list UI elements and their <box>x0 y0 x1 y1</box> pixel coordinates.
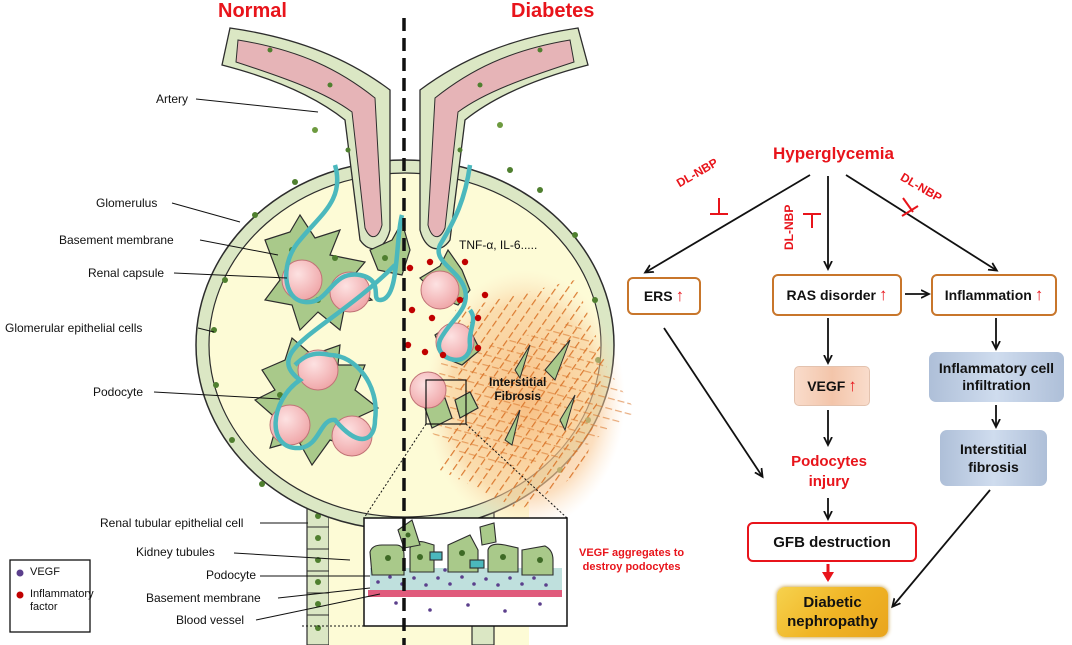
basement-membrane-diabetes <box>436 164 476 363</box>
flow-arrows <box>646 174 996 606</box>
legend-inflammatory-dot <box>16 591 24 599</box>
diabetic-nephropathy-box: Diabetic nephropathy <box>777 587 888 637</box>
legend-inflammatory-label: Inflammatory factor <box>30 588 94 613</box>
fibrosis-line-1: Interstitial <box>489 375 547 389</box>
podocytes-injury-line-2: injury <box>808 473 850 490</box>
interstitial-fibrosis-diagram-label: Interstitial Fibrosis <box>489 375 546 403</box>
fibrosis-line-2: Fibrosis <box>494 389 542 403</box>
glomerular-epithelial-cells-label: Glomerular epithelial cells <box>5 321 143 335</box>
inset-panel <box>363 517 568 627</box>
vegf-text: VEGF <box>807 378 846 394</box>
basement-membrane-label: Basement membrane <box>59 233 174 247</box>
gfb-destruction-text: GFB destruction <box>773 533 891 551</box>
dl-nbp-label-middle: DL-NBP <box>782 204 796 250</box>
podocyte-label: Podocyte <box>93 385 144 399</box>
inset-basement-membrane-label: Basement membrane <box>146 591 261 605</box>
legend-vegf-label: VEGF <box>30 566 60 578</box>
inflammation-text: Inflammation <box>944 287 1032 303</box>
basement-membrane-normal <box>273 164 405 451</box>
interstitial-fibrosis-line-2: fibrosis <box>968 459 1019 475</box>
diabetic-nephropathy-line-1: Diabetic <box>803 594 862 611</box>
capillary-loops-diabetes <box>409 270 475 409</box>
glomerulus-label: Glomerulus <box>96 196 158 210</box>
inflammation-box: Inflammation↑ <box>931 274 1057 316</box>
renal-tubular-epithelial-cell-label: Renal tubular epithelial cell <box>100 516 244 530</box>
diabetic-nephropathy-line-2: nephropathy <box>787 613 878 630</box>
hyperglycemia-label: Hyperglycemia <box>773 144 894 163</box>
fibrosis-patch <box>425 270 636 530</box>
vegf-aggregates-label: VEGF aggregates to destroy podocytes <box>579 546 684 574</box>
ers-text: ERS <box>643 288 673 304</box>
normal-heading: Normal <box>218 0 287 22</box>
inflammatory-cell-infiltration-box: Inflammatory cell infiltration <box>929 352 1064 402</box>
ras-disorder-text: RAS disorder <box>786 287 876 303</box>
leader-lines <box>153 98 381 621</box>
diabetes-artery <box>419 27 589 250</box>
inhibition-marks <box>710 197 919 228</box>
infiltration-line-2: infiltration <box>962 377 1031 393</box>
kidney-tubules-label: Kidney tubules <box>136 545 215 559</box>
vegf-aggregates-line-1: VEGF aggregates to <box>579 547 685 559</box>
ers-box: ERS↑ <box>627 277 701 315</box>
podocytes-injury-line-1: Podocytes <box>791 453 867 470</box>
vegf-up-icon: ↑ <box>848 376 857 395</box>
diabetes-heading: Diabetes <box>511 0 595 22</box>
zoom-box <box>425 379 467 425</box>
blood-vessel-label: Blood vessel <box>176 613 245 627</box>
ers-up-icon: ↑ <box>675 286 685 305</box>
ras-up-icon: ↑ <box>878 285 888 304</box>
podocytes-injury-label: Podocytes injury <box>787 452 871 492</box>
infiltration-line-1: Inflammatory cell <box>938 360 1055 376</box>
artery-label: Artery <box>156 92 189 106</box>
fibroblasts <box>504 339 576 446</box>
inflammation-up-icon: ↑ <box>1034 285 1044 304</box>
renal-capsule-label: Renal capsule <box>88 266 165 280</box>
legend-vegf-dot <box>16 569 24 577</box>
inset-podocyte-label: Podocyte <box>206 568 257 582</box>
interstitial-fibrosis-box: Interstitial fibrosis <box>940 430 1047 486</box>
inflammatory-factors <box>404 258 489 359</box>
vegf-box: VEGF↑ <box>794 366 870 406</box>
gfb-destruction-box: GFB destruction <box>747 522 917 562</box>
cytokines-label: TNF-α, IL-6..... <box>459 238 538 252</box>
ras-disorder-box: RAS disorder↑ <box>772 274 902 316</box>
interstitial-fibrosis-line-1: Interstitial <box>960 441 1027 457</box>
vegf-aggregates-line-2: destroy podocytes <box>582 561 681 573</box>
